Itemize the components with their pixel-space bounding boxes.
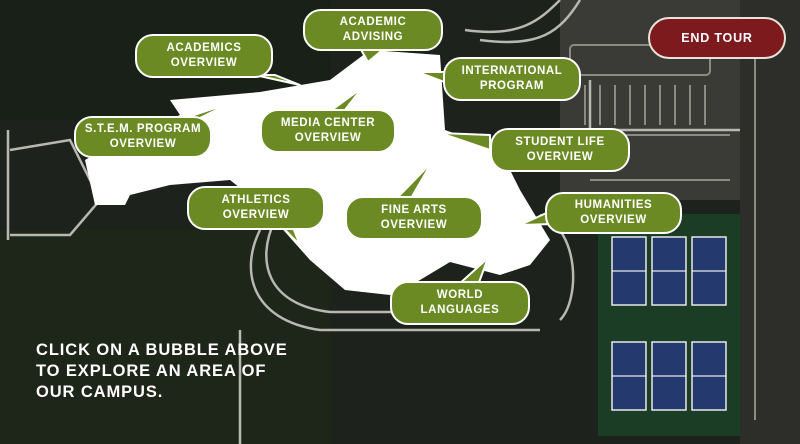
bubble-label: INTERNATIONAL PROGRAM bbox=[461, 65, 563, 92]
end-tour-button[interactable]: END TOUR bbox=[648, 17, 786, 59]
international-program-bubble[interactable]: INTERNATIONAL PROGRAM bbox=[443, 57, 581, 101]
academics-overview-bubble[interactable]: ACADEMICS OVERVIEW bbox=[135, 34, 273, 78]
end-tour-label: END TOUR bbox=[681, 31, 753, 45]
bubble-label: ACADEMIC ADVISING bbox=[339, 16, 407, 43]
media-center-overview-bubble[interactable]: MEDIA CENTER OVERVIEW bbox=[260, 109, 396, 153]
student-life-overview-bubble[interactable]: STUDENT LIFE OVERVIEW bbox=[490, 128, 630, 172]
bubble-label: ACADEMICS OVERVIEW bbox=[166, 42, 242, 69]
academic-advising-bubble[interactable]: ACADEMIC ADVISING bbox=[303, 9, 443, 51]
bubble-label: WORLD LANGUAGES bbox=[420, 289, 500, 316]
bubble-label: STUDENT LIFE OVERVIEW bbox=[515, 136, 605, 163]
bubble-label: FINE ARTS OVERVIEW bbox=[380, 204, 448, 231]
bubble-tails bbox=[184, 47, 554, 286]
fine-arts-overview-bubble[interactable]: FINE ARTS OVERVIEW bbox=[345, 196, 483, 240]
bubble-label: MEDIA CENTER OVERVIEW bbox=[280, 117, 376, 144]
bubble-label: HUMANITIES OVERVIEW bbox=[574, 199, 653, 226]
tennis-courts bbox=[598, 214, 740, 436]
bubble-label: S.T.E.M. PROGRAM OVERVIEW bbox=[84, 123, 202, 150]
bubble-label: ATHLETICS OVERVIEW bbox=[221, 194, 291, 221]
tour-instructions: CLICK ON A BUBBLE ABOVE TO EXPLORE AN AR… bbox=[36, 341, 288, 401]
athletics-overview-bubble[interactable]: ATHLETICS OVERVIEW bbox=[187, 186, 325, 230]
parking-lot bbox=[569, 20, 756, 420]
stem-program-overview-bubble[interactable]: S.T.E.M. PROGRAM OVERVIEW bbox=[74, 116, 212, 158]
world-languages-bubble[interactable]: WORLD LANGUAGES bbox=[390, 281, 530, 325]
humanities-overview-bubble[interactable]: HUMANITIES OVERVIEW bbox=[545, 192, 682, 234]
